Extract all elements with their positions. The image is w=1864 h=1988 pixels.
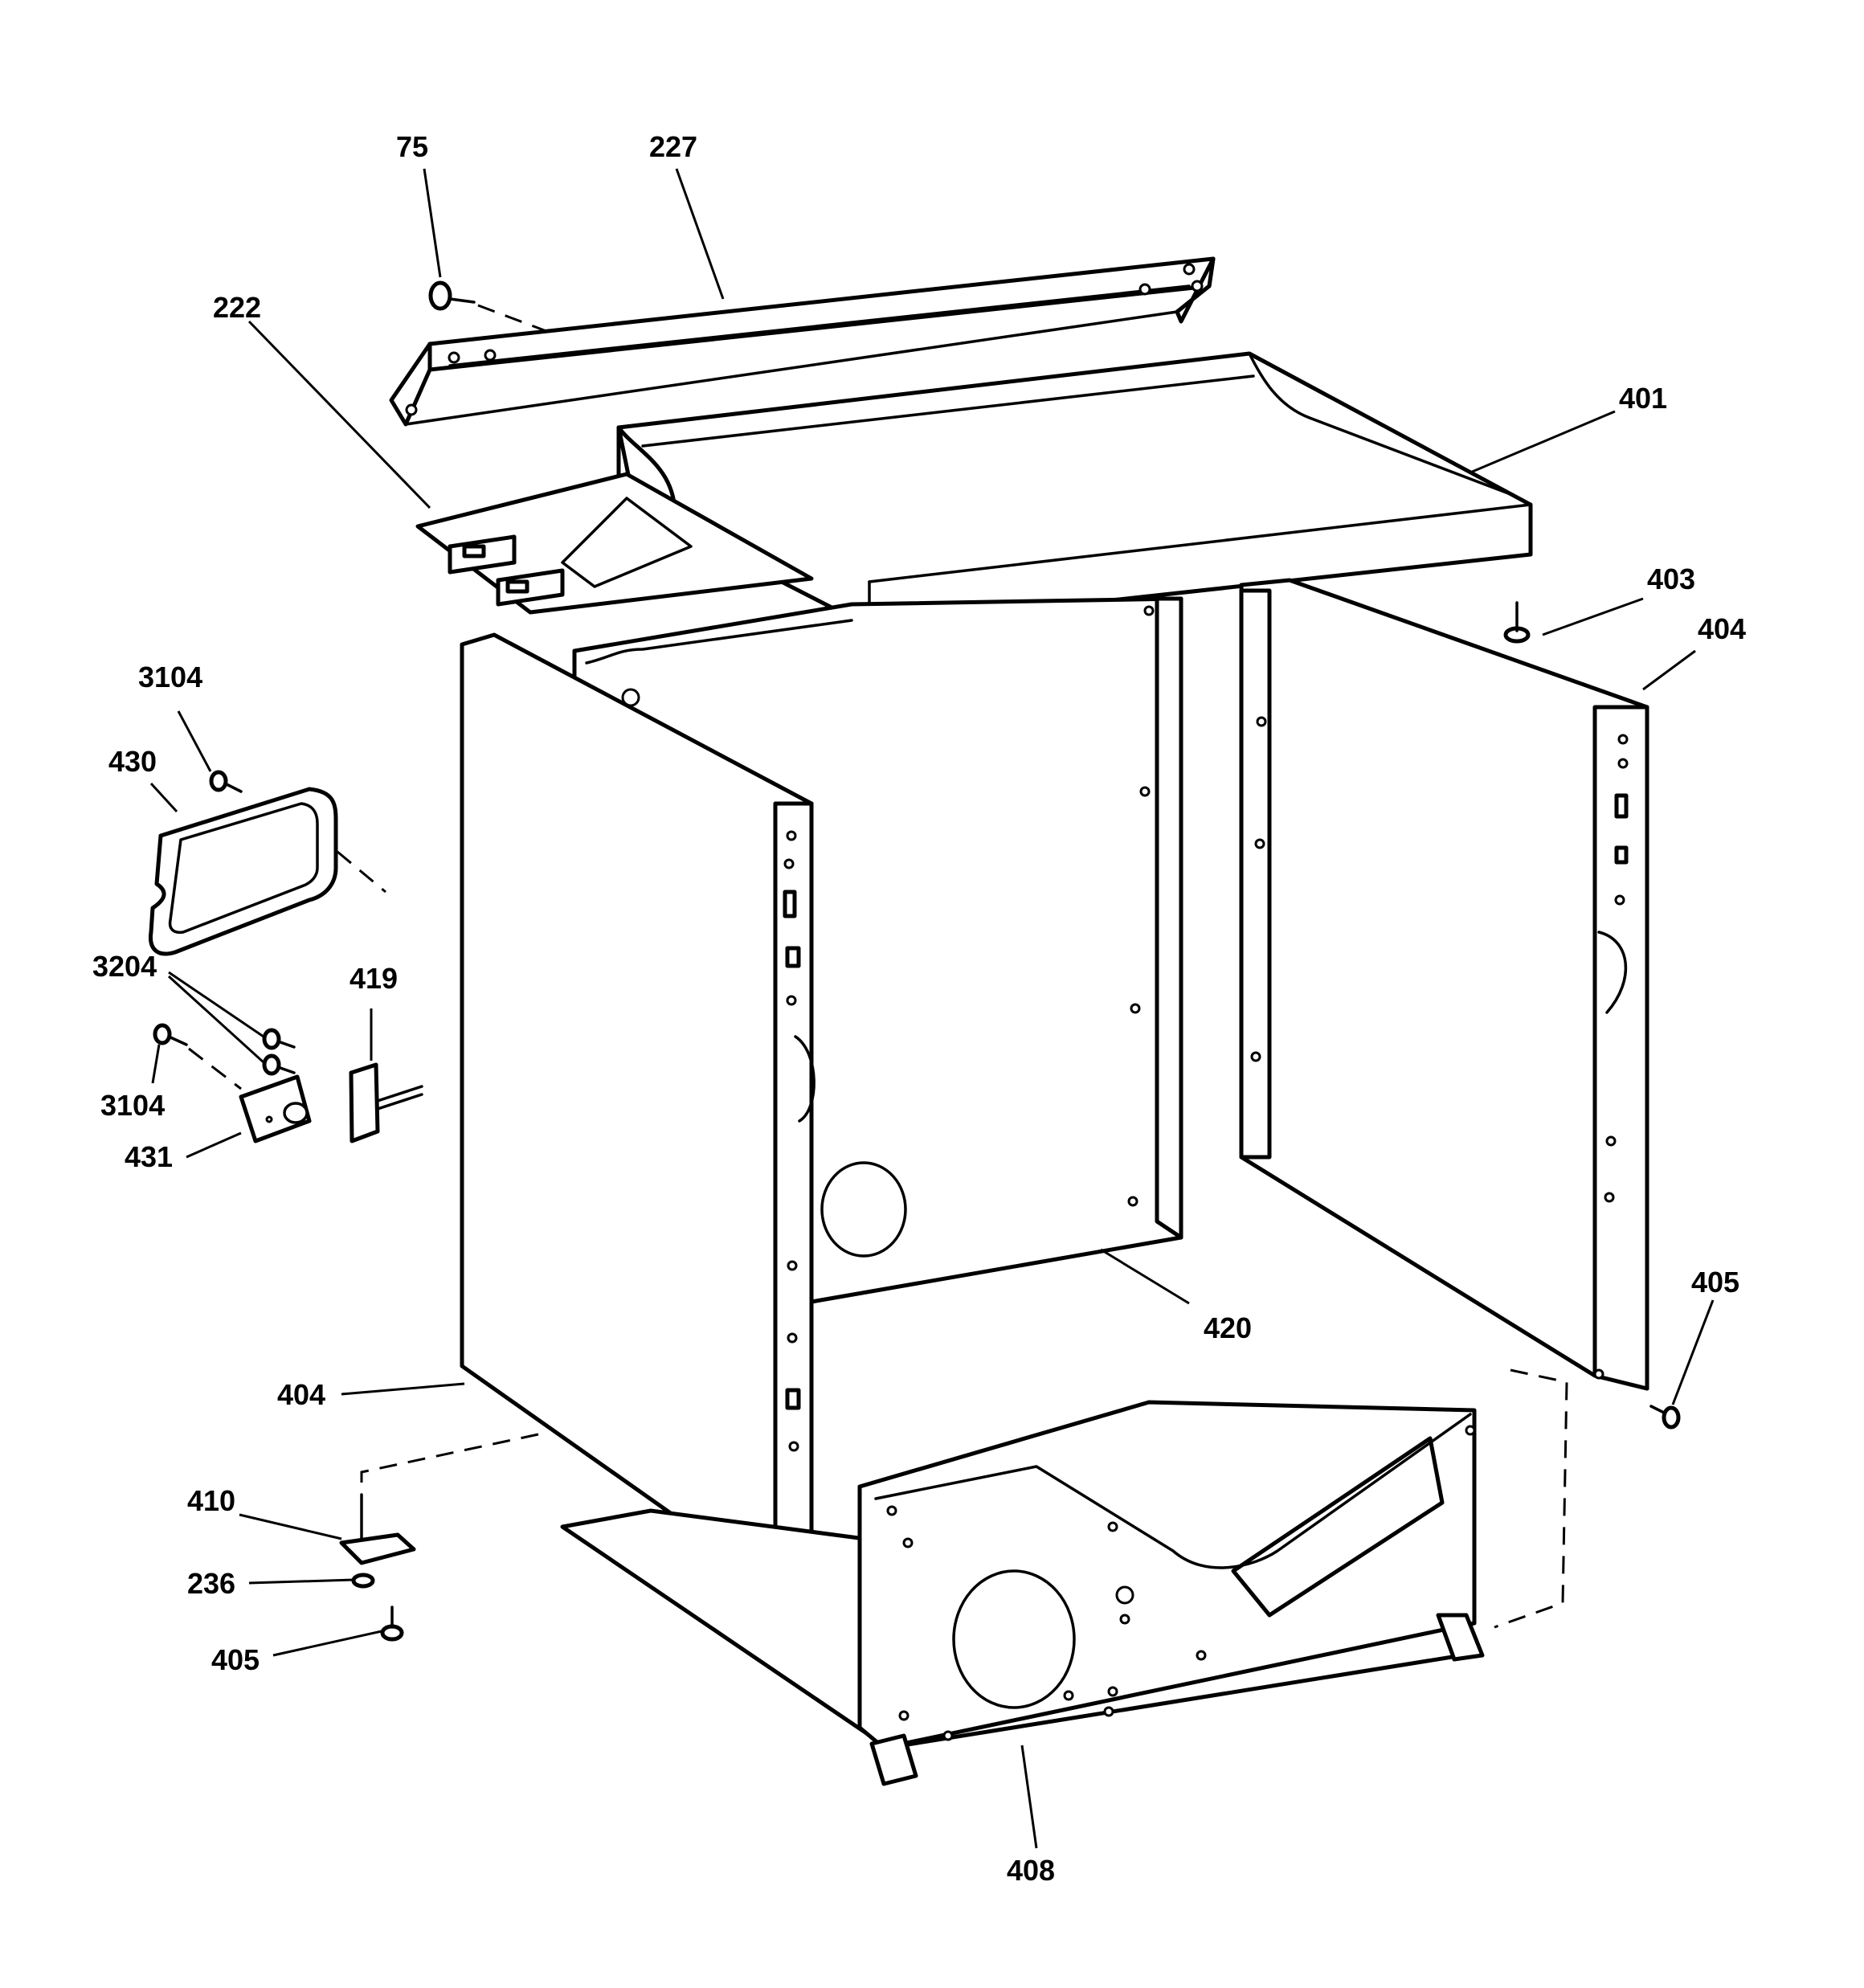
callout-236: 236 bbox=[187, 1567, 235, 1600]
callout-403: 403 bbox=[1647, 562, 1695, 595]
front-bracket bbox=[415, 472, 814, 615]
assembly-lines bbox=[360, 1368, 1568, 1629]
base-frame bbox=[560, 1400, 1485, 1786]
callout-3104-bottom: 3104 bbox=[100, 1089, 165, 1122]
callout-408: 408 bbox=[1007, 1854, 1055, 1887]
top-rear-bracket bbox=[389, 256, 1216, 427]
leveling-foot bbox=[339, 1493, 416, 1642]
right-side-panel bbox=[1239, 578, 1649, 1391]
callout-3204: 3204 bbox=[92, 950, 157, 983]
callout-405-left: 405 bbox=[211, 1643, 260, 1676]
callout-419: 419 bbox=[350, 962, 398, 995]
callout-404-left: 404 bbox=[277, 1378, 325, 1411]
callout-404-right: 404 bbox=[1698, 612, 1746, 645]
screw-75 bbox=[428, 280, 547, 333]
callout-420: 420 bbox=[1204, 1311, 1252, 1344]
left-side-panel bbox=[460, 632, 816, 1601]
small-hardware bbox=[153, 770, 423, 1143]
callout-3104-top: 3104 bbox=[138, 661, 202, 693]
screw-403 bbox=[1503, 601, 1531, 644]
callout-222: 222 bbox=[213, 291, 261, 324]
callout-227: 227 bbox=[649, 130, 697, 163]
callout-405-right: 405 bbox=[1691, 1266, 1739, 1299]
top-panel bbox=[616, 351, 1533, 629]
callout-75: 75 bbox=[396, 130, 428, 163]
callout-430: 430 bbox=[108, 745, 157, 778]
callout-431: 431 bbox=[125, 1140, 173, 1173]
rear-panel bbox=[572, 596, 1183, 1304]
leader-lines bbox=[149, 168, 1715, 1849]
callout-401: 401 bbox=[1619, 382, 1667, 415]
vent-trim bbox=[148, 787, 386, 956]
callout-410: 410 bbox=[187, 1484, 235, 1517]
screw-405-right bbox=[1649, 1405, 1681, 1430]
callout-labels: 75 227 222 401 403 404 3104 430 3204 419… bbox=[92, 130, 1746, 1887]
